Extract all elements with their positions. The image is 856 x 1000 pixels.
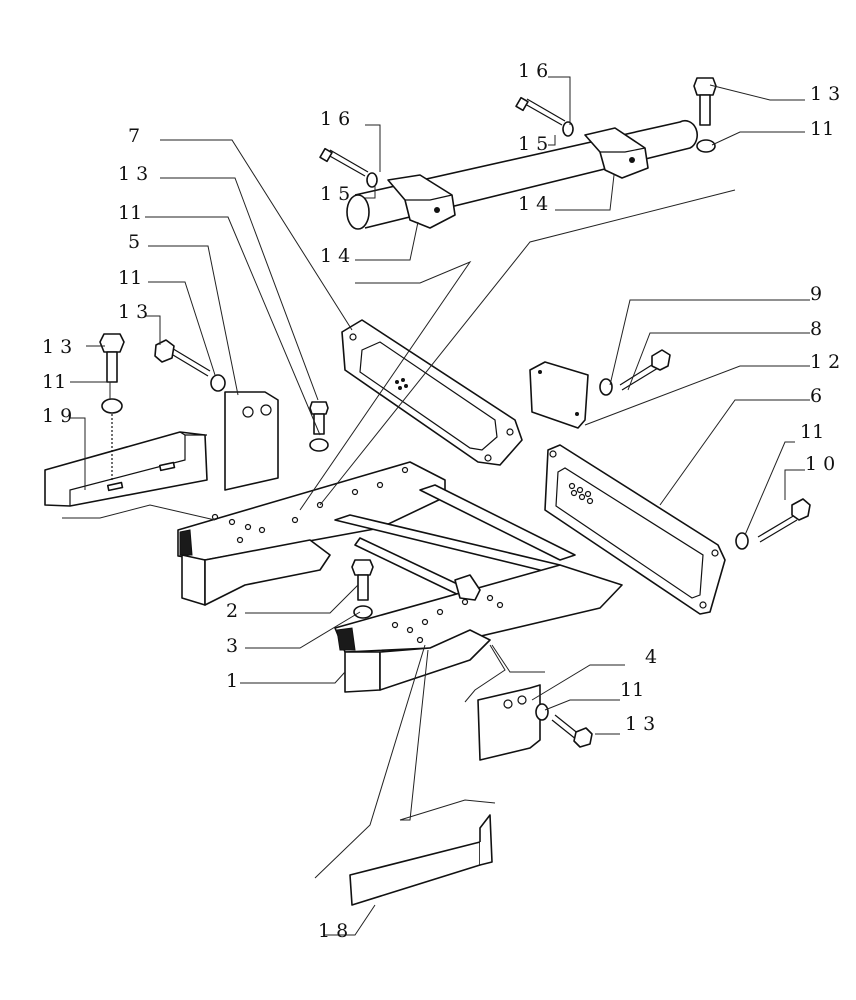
callout-16: 1 6	[320, 108, 350, 130]
main-frame-1	[177, 461, 623, 693]
callout-labels: 7 1 3 11 5 11 1 3 1 3 11 1 9 1 6 1 5 1 4…	[42, 60, 840, 942]
callout-15: 1 5	[518, 133, 548, 155]
callout-16: 1 6	[518, 60, 548, 82]
callout-11: 11	[118, 202, 142, 224]
bracket-18	[349, 814, 493, 906]
callout-11: 11	[620, 679, 644, 701]
tube-fasteners	[319, 77, 717, 188]
callout-15: 1 5	[320, 183, 350, 205]
callout-11: 11	[800, 421, 824, 443]
callout-18: 1 8	[318, 920, 348, 942]
gasket-7	[341, 319, 523, 466]
cover-plate-holes	[568, 482, 594, 505]
callout-13: 1 3	[118, 163, 148, 185]
tube-assembly	[346, 119, 698, 230]
plate-4	[477, 684, 593, 761]
callout-2: 2	[226, 600, 238, 622]
callout-1: 1	[226, 670, 238, 692]
frame-holes	[211, 466, 504, 644]
callout-11: 11	[118, 267, 142, 289]
callout-13: 1 3	[42, 336, 72, 358]
callout-6: 6	[810, 385, 822, 407]
callout-13: 1 3	[625, 713, 655, 735]
callout-13: 1 3	[118, 301, 148, 323]
callout-12: 1 2	[810, 351, 840, 373]
callout-11: 11	[810, 118, 834, 140]
callout-19: 1 9	[42, 405, 72, 427]
callout-8: 8	[810, 318, 822, 340]
callout-13: 1 3	[810, 83, 840, 105]
cover-plate-6	[544, 444, 811, 615]
callout-14: 1 4	[320, 245, 350, 267]
callout-11: 11	[42, 371, 66, 393]
leader-lines	[62, 76, 810, 936]
plate-12	[529, 349, 671, 429]
callout-5: 5	[128, 231, 140, 253]
callout-14: 1 4	[518, 193, 548, 215]
callout-4: 4	[645, 646, 657, 668]
callout-7: 7	[128, 125, 140, 147]
callout-9: 9	[810, 283, 822, 305]
callout-10: 1 0	[805, 453, 835, 475]
callout-3: 3	[226, 635, 238, 657]
side-plate-5	[154, 339, 329, 491]
